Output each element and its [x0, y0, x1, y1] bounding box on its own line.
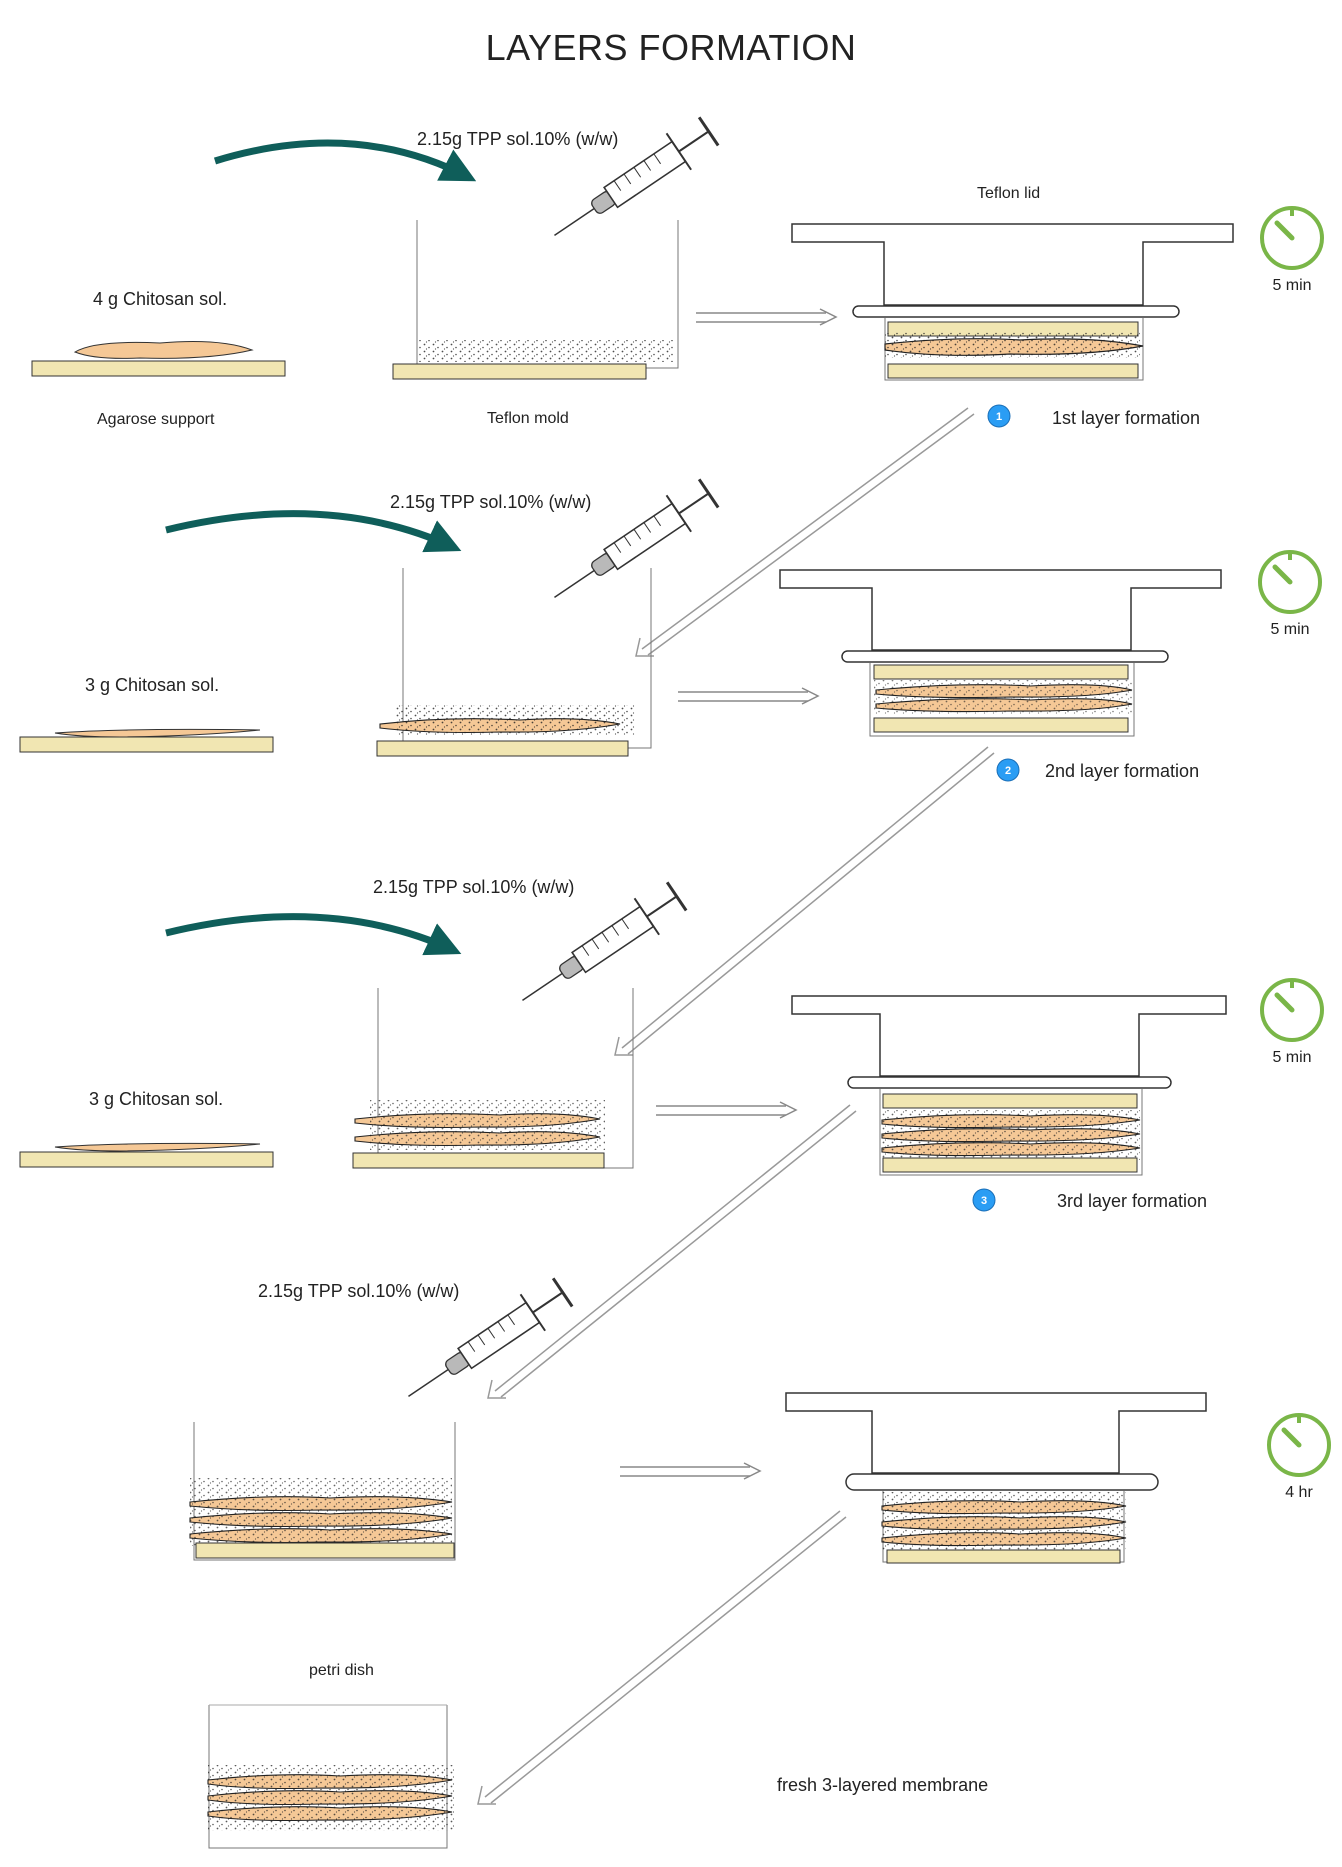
agarose-support — [352, 1152, 605, 1169]
svg-text:3: 3 — [981, 1195, 987, 1207]
diagram-title: LAYERS FORMATION — [486, 27, 857, 68]
svg-text:2: 2 — [1005, 765, 1011, 777]
chitosan-label: 3 g Chitosan sol. — [89, 1089, 223, 1109]
time-label: 5 min — [1270, 621, 1309, 638]
time-label: 4 hr — [1285, 1484, 1313, 1501]
mold-body — [879, 1089, 1143, 1176]
teal-arrow — [165, 510, 462, 553]
chitosan-blob — [54, 728, 261, 738]
timer-icon — [1260, 206, 1324, 270]
step-badge: 1 — [987, 404, 1011, 428]
tpp-label: 2.15g TPP sol.10% (w/w) — [373, 877, 574, 897]
step-label: 3rd layer formation — [1057, 1191, 1207, 1211]
timer-icon — [1260, 978, 1324, 1042]
tpp-particles — [395, 705, 635, 735]
lid-rim — [852, 305, 1180, 318]
agarose-support — [195, 1542, 455, 1559]
lid-rim — [847, 1076, 1172, 1089]
result-label: fresh 3-layered membrane — [777, 1775, 988, 1795]
step-label: 2nd layer formation — [1045, 761, 1199, 781]
syringe-icon — [508, 876, 691, 1021]
teflon-mold-label: Teflon mold — [487, 410, 569, 427]
agarose-layer — [873, 717, 1129, 733]
mold-body — [869, 663, 1135, 737]
agarose-support — [19, 1151, 274, 1168]
agarose-layer — [886, 1549, 1121, 1564]
tpp-particles — [418, 340, 673, 362]
agarose-label: Agarose support — [97, 411, 215, 428]
time-label: 5 min — [1272, 277, 1311, 294]
lid-rim — [841, 650, 1169, 663]
lid-rim — [845, 1473, 1159, 1491]
teal-arrow — [165, 913, 462, 956]
transfer-arrow — [494, 1104, 851, 1392]
chitosan-label: 4 g Chitosan sol. — [93, 289, 227, 309]
teflon-lid — [779, 569, 1222, 651]
chitosan-blob — [54, 1142, 261, 1152]
svg-text:1: 1 — [996, 411, 1002, 423]
agarose-support — [376, 740, 629, 757]
teflon-lid — [785, 1392, 1207, 1474]
teflon-lid-label: Teflon lid — [977, 185, 1040, 202]
time-label: 5 min — [1272, 1049, 1311, 1066]
tpp-label: 2.15g TPP sol.10% (w/w) — [417, 129, 618, 149]
agarose-layer — [882, 1157, 1138, 1173]
transfer-arrow — [484, 1510, 841, 1798]
row-1: 4 g Chitosan sol. Agarose support 2.15g … — [31, 111, 1324, 657]
petri-dish-label: petri dish — [309, 1662, 374, 1679]
transfer-arrow — [641, 407, 969, 650]
row-3: 3 g Chitosan sol. 2.15g TPP sol.10% (w/w… — [19, 876, 1324, 1399]
agarose-layer — [882, 1093, 1138, 1109]
agarose-support — [392, 363, 647, 380]
teflon-lid — [791, 995, 1227, 1077]
chitosan-label: 3 g Chitosan sol. — [85, 675, 219, 695]
agarose-layer — [873, 664, 1129, 680]
tpp-label: 2.15g TPP sol.10% (w/w) — [390, 492, 591, 512]
timer-icon — [1267, 1413, 1331, 1477]
agarose-support — [19, 736, 274, 753]
tpp-particles — [190, 1478, 452, 1546]
tpp-particles — [370, 1100, 605, 1150]
agarose-support — [31, 360, 286, 377]
timer-icon — [1258, 550, 1322, 614]
agarose-layer — [887, 363, 1139, 379]
teflon-lid — [791, 223, 1234, 306]
step-badge: 3 — [972, 1188, 996, 1212]
final-stage: petri dish fresh 3-layered membrane — [207, 1662, 988, 1849]
row-2: 3 g Chitosan sol. 2.15g TPP sol.10% (w/w… — [19, 473, 1322, 1056]
row-4: 2.15g TPP sol.10% (w/w) 4 hr — [189, 1272, 1331, 1805]
chitosan-blob — [73, 341, 254, 359]
tpp-label: 2.15g TPP sol.10% (w/w) — [258, 1281, 459, 1301]
step-badge: 2 — [996, 758, 1020, 782]
transfer-arrow — [621, 746, 989, 1049]
teal-arrow — [213, 139, 477, 182]
step-label: 1st layer formation — [1052, 408, 1200, 428]
